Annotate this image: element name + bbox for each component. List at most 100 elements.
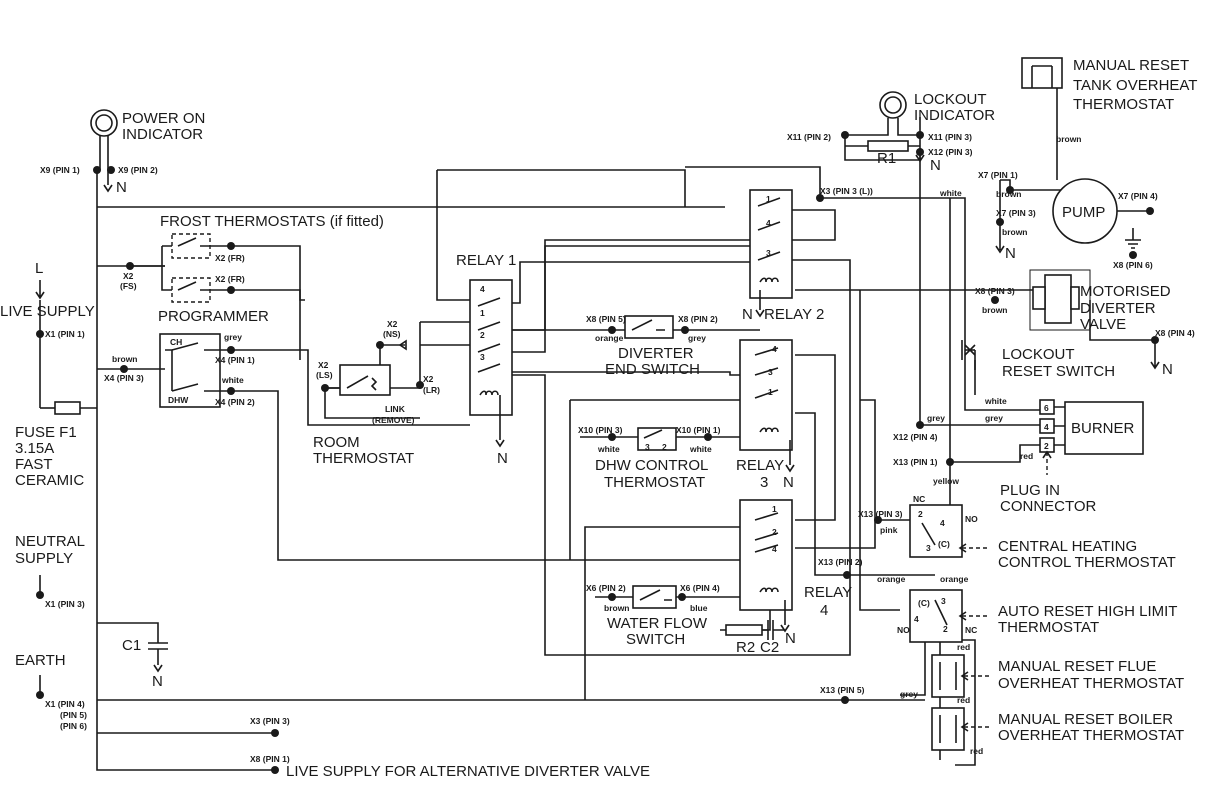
pin-label: X13 (PIN 2) bbox=[818, 557, 863, 567]
wire-label: brown bbox=[982, 305, 1008, 315]
pin-label: X2 bbox=[123, 271, 134, 281]
pin-label: X4 (PIN 1) bbox=[215, 355, 255, 365]
diverter-valve-icon bbox=[1029, 269, 1091, 331]
diverter-end-switch-icon bbox=[624, 315, 674, 339]
relay4-label-2: 4 bbox=[820, 602, 828, 619]
wire-label: white bbox=[689, 444, 712, 454]
pin-label: X2 (FR) bbox=[215, 253, 245, 263]
pin-label: X6 (PIN 2) bbox=[586, 583, 626, 593]
n-label: N bbox=[783, 474, 794, 491]
n-label: N bbox=[930, 157, 941, 174]
wire-label: orange bbox=[940, 574, 969, 584]
pin-label: X13 (PIN 5) bbox=[820, 685, 865, 695]
wire-label: grey bbox=[927, 413, 945, 423]
pin-label: X4 (PIN 3) bbox=[104, 373, 144, 383]
wire-label: brown bbox=[996, 189, 1022, 199]
num: 1 bbox=[766, 194, 771, 204]
pin-label: LINK bbox=[385, 404, 406, 414]
boiler-label-2: OVERHEAT THERMOSTAT bbox=[998, 727, 1184, 744]
n-label: N bbox=[742, 306, 753, 323]
r2-c2-icon bbox=[725, 620, 785, 640]
c1-capacitor-icon bbox=[97, 622, 168, 673]
pump-label: PUMP bbox=[1062, 204, 1105, 221]
c-label: (C) bbox=[918, 598, 930, 608]
dhw-control-thermostat-icon bbox=[637, 427, 677, 451]
wire-label: grey bbox=[224, 332, 242, 342]
power-on-label: POWER ON bbox=[122, 110, 205, 127]
pin-label: X13 (PIN 1) bbox=[893, 457, 938, 467]
neutral-label-1: NEUTRAL bbox=[15, 533, 85, 550]
diverter-label-1: MOTORISED bbox=[1080, 283, 1171, 300]
num: 3 bbox=[926, 543, 931, 553]
n-label: N bbox=[1162, 361, 1173, 378]
n-label: N bbox=[152, 673, 163, 690]
ch-control-label-1: CENTRAL HEATING bbox=[998, 538, 1137, 555]
pin-label: X9 (PIN 2) bbox=[118, 165, 158, 175]
programmer-icon bbox=[159, 333, 230, 408]
num: 2 bbox=[918, 509, 923, 519]
pin-label: X1 (PIN 4) bbox=[45, 699, 85, 709]
dhw-label: DHW bbox=[168, 395, 189, 405]
relay3-label-2: 3 bbox=[760, 474, 768, 491]
dhw-label-1: DHW CONTROL bbox=[595, 457, 708, 474]
tank-label-1: MANUAL RESET bbox=[1073, 57, 1189, 74]
diverter-label-2: DIVERTER bbox=[1080, 300, 1156, 317]
relay3-label-1: RELAY bbox=[736, 457, 784, 474]
pin-label: X9 (PIN 1) bbox=[40, 165, 80, 175]
wire-label: brown bbox=[1002, 227, 1028, 237]
num: 4 bbox=[940, 518, 945, 528]
water-flow-switch-icon bbox=[632, 585, 677, 609]
relay-2-icon bbox=[749, 189, 793, 318]
pin-label: X8 (PIN 1) bbox=[250, 754, 290, 764]
pin-label: X1 (PIN 3) bbox=[45, 599, 85, 609]
num: 2 bbox=[772, 527, 777, 537]
end-switch-label-2: END SWITCH bbox=[605, 361, 700, 378]
fuse-label-3: FAST bbox=[15, 456, 53, 473]
relay-4-icon bbox=[739, 499, 793, 633]
pin-label: X2 bbox=[387, 319, 398, 329]
room-label-1: ROOM bbox=[313, 434, 360, 451]
num: 2 bbox=[662, 442, 667, 452]
nc-label: NC bbox=[965, 625, 977, 635]
relay-1-icon bbox=[469, 279, 513, 448]
labels: POWER ON INDICATOR N LOCKOUT INDICATOR R… bbox=[0, 57, 1197, 780]
frost-label: FROST THERMOSTATS (if fitted) bbox=[160, 213, 384, 230]
num: 1 bbox=[480, 308, 485, 318]
relay1-label: RELAY 1 bbox=[456, 252, 516, 269]
room-thermostat-icon bbox=[339, 364, 391, 396]
pin-label: X8 (PIN 2) bbox=[678, 314, 718, 324]
wire-label: grey bbox=[900, 689, 918, 699]
n-label: N bbox=[116, 179, 127, 196]
lockout-indicator-label-2: INDICATOR bbox=[914, 107, 995, 124]
num: 3 bbox=[480, 352, 485, 362]
boiler-overheat-thermostat-icon bbox=[931, 707, 990, 751]
n-label: N bbox=[785, 630, 796, 647]
wire-label: brown bbox=[604, 603, 630, 613]
pin-label: X8 (PIN 4) bbox=[1155, 328, 1195, 338]
pin-label: (LR) bbox=[423, 385, 440, 395]
num: 4 bbox=[1044, 422, 1049, 432]
pin-label: X13 (PIN 3) bbox=[858, 509, 903, 519]
ch-control-thermostat-icon bbox=[909, 504, 990, 558]
fuse-icon bbox=[54, 401, 81, 415]
junction-dots bbox=[36, 131, 1159, 774]
lockout-reset-label-2: RESET SWITCH bbox=[1002, 363, 1115, 380]
power-on-label-2: INDICATOR bbox=[122, 126, 203, 143]
pin-label: X12 (PIN 3) bbox=[928, 147, 973, 157]
wire-label: red bbox=[957, 695, 970, 705]
pin-label: X11 (PIN 2) bbox=[787, 132, 831, 142]
num: 3 bbox=[941, 596, 946, 606]
wiring bbox=[39, 88, 1155, 771]
pin-label: X10 (PIN 1) bbox=[676, 425, 721, 435]
pin-label: (REMOVE) bbox=[372, 415, 415, 425]
fuse-label-1: FUSE F1 bbox=[15, 424, 77, 441]
tank-overheat-thermostat-icon bbox=[1021, 57, 1063, 89]
programmer-label: PROGRAMMER bbox=[158, 308, 269, 325]
burner-icon bbox=[1039, 399, 1144, 475]
plug-label-1: PLUG IN bbox=[1000, 482, 1060, 499]
burner-label: BURNER bbox=[1071, 420, 1135, 437]
num: 4 bbox=[480, 284, 485, 294]
num: 4 bbox=[766, 218, 771, 228]
num: 6 bbox=[1044, 403, 1049, 413]
